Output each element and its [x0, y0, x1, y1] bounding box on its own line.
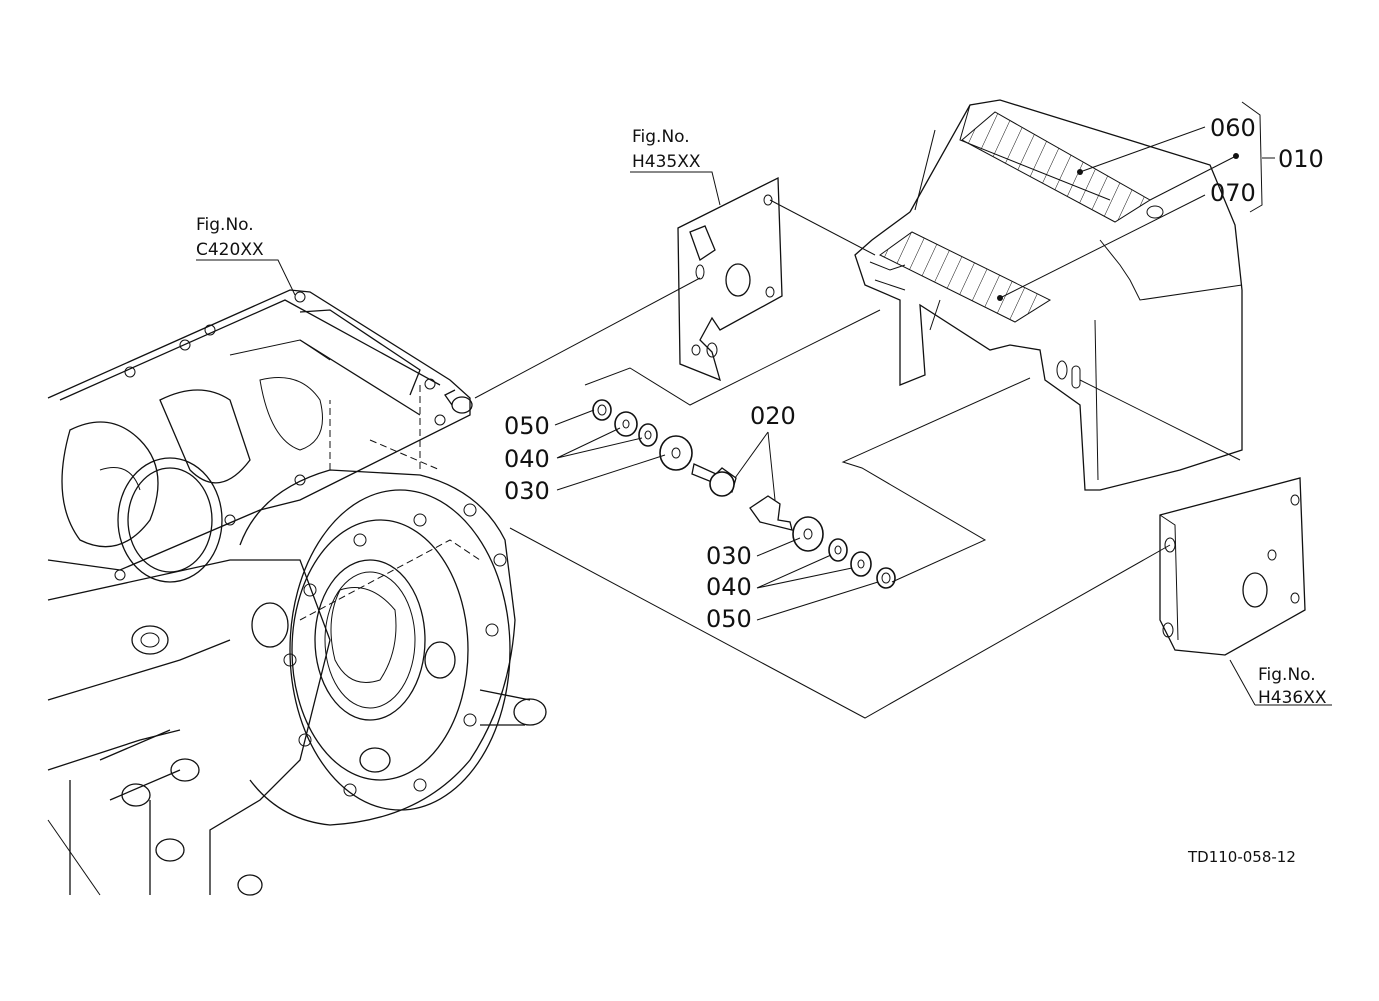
figure-ref-prefix: Fig.No.	[196, 215, 254, 235]
part-label-010: 010	[1278, 145, 1324, 173]
assembly-lines	[196, 101, 1332, 719]
figure-ref-prefix: Fig.No.	[1258, 665, 1316, 685]
figure-ref-h436: Fig.No. H436XX	[1258, 665, 1327, 708]
cover-drawing	[854, 99, 1243, 491]
part-label-040-upper: 040	[504, 445, 550, 473]
figure-ref-prefix: Fig.No.	[632, 127, 690, 147]
part-label-050-upper: 050	[504, 412, 550, 440]
figure-ref-h435: Fig.No. H435XX	[632, 127, 701, 172]
part-label-030-upper: 030	[504, 477, 550, 505]
part-label-050-lower: 050	[706, 605, 752, 633]
lower-bracket-drawing	[1159, 477, 1306, 656]
drawing-code: TD110-058-12	[1187, 848, 1296, 866]
figure-ref-code: H436XX	[1258, 688, 1327, 708]
transmission-case-drawing	[47, 289, 547, 896]
part-label-060: 060	[1210, 114, 1256, 142]
part-label-040-lower: 040	[706, 573, 752, 601]
figure-ref-code: H435XX	[632, 152, 701, 172]
part-label-070: 070	[1210, 179, 1256, 207]
upper-hardware-stack	[592, 399, 737, 497]
part-labels: 060 010 070 020 050 040 030 030 040 050	[504, 114, 1324, 633]
lower-hardware-stack	[749, 495, 896, 589]
part-label-030-lower: 030	[706, 542, 752, 570]
part-label-020: 020	[750, 402, 796, 430]
rear-flange-drawing	[239, 469, 516, 826]
upper-bracket-drawing	[677, 176, 783, 382]
figure-ref-code: C420XX	[196, 240, 264, 260]
figure-ref-c420: Fig.No. C420XX	[196, 215, 264, 260]
